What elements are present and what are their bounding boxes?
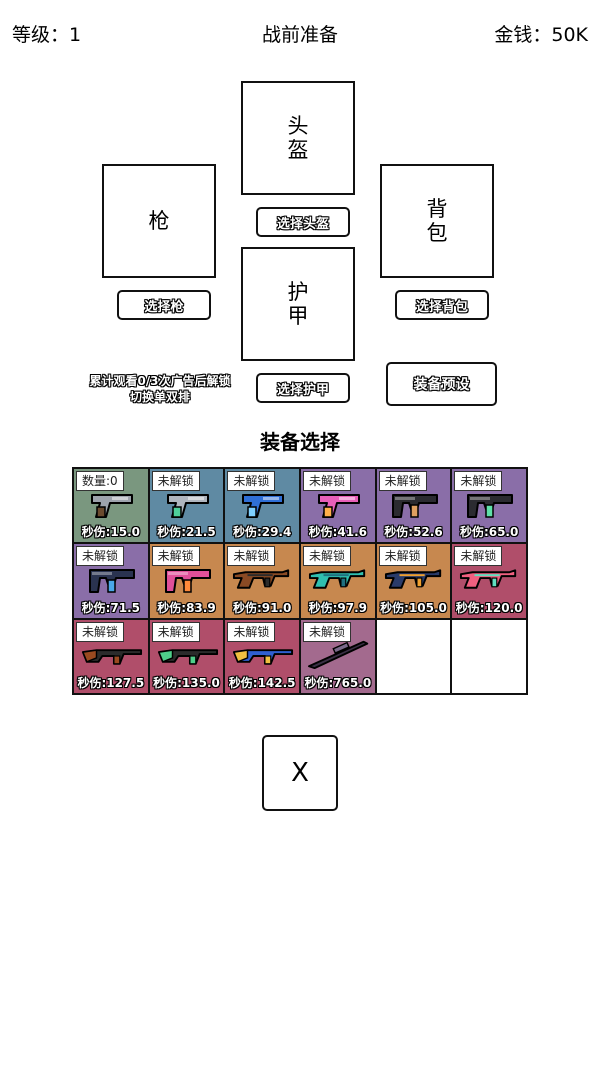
- equipment-cell[interactable]: 未解锁秒伤:65.0: [452, 469, 526, 543]
- helmet-slot-label: 头盔: [287, 114, 309, 162]
- equipment-cell[interactable]: 未解锁秒伤:52.6: [376, 469, 451, 543]
- equipment-cell[interactable]: 未解锁秒伤:135.0: [149, 619, 224, 693]
- equipment-section-title: 装备选择: [260, 430, 340, 454]
- equipment-cell[interactable]: 未解锁秒伤:71.5: [74, 544, 148, 618]
- player-level: 等级：1: [12, 24, 82, 46]
- item-status-tag: 未解锁: [302, 546, 351, 567]
- armor-slot[interactable]: 护甲: [241, 247, 355, 361]
- item-status-tag: 数量:0: [76, 471, 124, 491]
- equipment-cell[interactable]: 未解锁秒伤:97.9: [300, 544, 375, 618]
- item-status-tag: 未解锁: [378, 471, 427, 491]
- equipment-cell[interactable]: 未解锁秒伤:21.5: [149, 469, 224, 543]
- select-backpack-button[interactable]: 选择背包: [395, 290, 489, 320]
- item-status-tag: 未解锁: [227, 471, 276, 491]
- top-bar: 等级：1 战前准备 金钱：50K: [0, 0, 600, 64]
- item-dps: 秒伤:52.6: [384, 525, 443, 540]
- close-button[interactable]: X: [262, 735, 338, 811]
- item-dps: 秒伤:41.6: [308, 525, 368, 540]
- select-gun-button[interactable]: 选择枪: [117, 290, 211, 320]
- equipment-cell[interactable]: 数量:0 秒伤:15.0: [74, 469, 148, 543]
- equipment-cell[interactable]: 未解锁秒伤:83.9: [149, 544, 224, 618]
- item-status-tag: 未解锁: [302, 621, 351, 642]
- item-status-tag: 未解锁: [151, 471, 200, 491]
- item-dps: 秒伤:15.0: [81, 525, 141, 540]
- empty-cell: [376, 619, 451, 693]
- item-status-tag: 未解锁: [227, 621, 276, 642]
- equipment-cell[interactable]: 未解锁秒伤:105.0: [376, 544, 451, 618]
- item-dps: 秒伤:765.0: [304, 676, 372, 690]
- item-dps: 秒伤:71.5: [81, 600, 141, 615]
- item-status-tag: 未解锁: [378, 546, 427, 567]
- item-dps: 秒伤:29.4: [232, 525, 292, 540]
- empty-cell: [452, 619, 526, 693]
- equipment-cell[interactable]: 未解锁秒伤:41.6: [300, 469, 375, 543]
- equipment-cell[interactable]: 未解锁秒伤:29.4: [225, 469, 299, 543]
- page-title: 战前准备: [261, 24, 338, 46]
- item-dps: 秒伤:120.0: [455, 600, 523, 615]
- equipment-cell[interactable]: 未解锁秒伤:127.5: [74, 619, 148, 693]
- item-dps: 秒伤:91.0: [232, 600, 292, 615]
- item-status-tag: 未解锁: [454, 471, 503, 491]
- item-dps: 秒伤:127.5: [77, 676, 145, 690]
- item-dps: 秒伤:97.9: [308, 600, 368, 615]
- armor-slot-label: 护甲: [287, 280, 309, 328]
- item-dps: 秒伤:105.0: [380, 600, 447, 615]
- equipment-cell[interactable]: 未解锁秒伤:765.0: [300, 619, 375, 693]
- equipment-preset-button[interactable]: 装备预设: [386, 362, 497, 406]
- select-helmet-button[interactable]: 选择头盔: [256, 207, 350, 237]
- equipment-cell[interactable]: 未解锁秒伤:91.0: [225, 544, 299, 618]
- backpack-slot-label: 背包: [426, 197, 448, 245]
- item-dps: 秒伤:135.0: [153, 676, 220, 690]
- item-status-tag: 未解锁: [76, 621, 125, 642]
- item-dps: 秒伤:83.9: [157, 600, 216, 615]
- select-armor-button[interactable]: 选择护甲: [256, 373, 350, 403]
- gold-amount: 金钱：50K: [494, 24, 588, 46]
- item-status-tag: 未解锁: [227, 546, 276, 567]
- ad-unlock-note: 累计观看0/3次广告后解锁切换单双排: [89, 374, 231, 404]
- item-dps: 秒伤:142.5: [228, 676, 296, 690]
- equipment-cell[interactable]: 未解锁秒伤:142.5: [225, 619, 299, 693]
- item-status-tag: 未解锁: [151, 621, 200, 642]
- equipment-cell[interactable]: 未解锁秒伤:120.0: [452, 544, 526, 618]
- item-status-tag: 未解锁: [151, 546, 200, 567]
- gun-slot-label: 枪: [148, 209, 170, 233]
- item-status-tag: 未解锁: [454, 546, 503, 567]
- item-status-tag: 未解锁: [76, 546, 125, 567]
- helmet-slot[interactable]: 头盔: [241, 81, 355, 195]
- backpack-slot[interactable]: 背包: [380, 164, 494, 278]
- item-status-tag: 未解锁: [302, 471, 351, 491]
- item-dps: 秒伤:21.5: [157, 525, 216, 540]
- item-dps: 秒伤:65.0: [459, 525, 519, 540]
- gun-slot[interactable]: 枪: [102, 164, 216, 278]
